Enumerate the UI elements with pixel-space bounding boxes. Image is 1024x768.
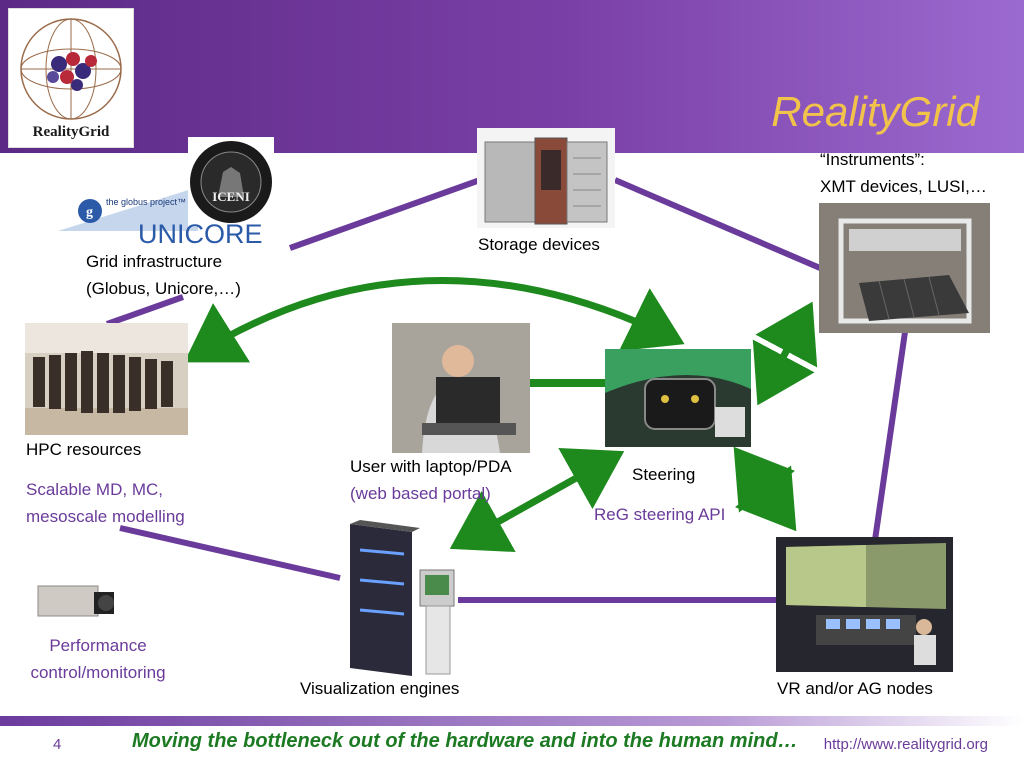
user-laptop-image — [392, 323, 530, 453]
svg-text:g: g — [86, 205, 93, 220]
storage-devices-label: Storage devices — [478, 235, 600, 254]
link-instruments-vr — [872, 331, 908, 541]
storage-device-image — [477, 128, 615, 228]
unicore-text: UNICORE — [138, 219, 263, 249]
user-label-line1: User with laptop/PDA — [350, 457, 512, 476]
instruments-label: “Instruments”: XMT devices, LUSI,… — [820, 146, 987, 200]
hpc-resources-image — [25, 323, 188, 435]
globe-icon — [20, 18, 122, 120]
arrow-steering-instruments — [752, 301, 818, 406]
link-grid-hpc — [105, 294, 185, 327]
unicore-logo: UNICORE — [136, 215, 276, 249]
hpc-description-line2: mesoscale modelling — [26, 507, 185, 526]
steering-api-label: ReG steering API — [594, 505, 726, 524]
arrow-steering-vr — [733, 446, 797, 532]
header-band — [0, 0, 1024, 153]
link-hpc-viz — [119, 525, 341, 581]
iceni-logo: ICENI — [188, 137, 274, 227]
grid-infrastructure-label: Grid infrastructure (Globus, Unicore,…) — [86, 248, 241, 302]
footer-url[interactable]: http://www.realitygrid.org — [823, 736, 988, 753]
user-label-line2: (web based portal) — [350, 484, 491, 503]
page-title: RealityGrid — [771, 88, 979, 135]
realitygrid-logo: RealityGrid — [8, 8, 134, 148]
visualization-engines-label: Visualization engines — [300, 679, 460, 698]
performance-label: Performance control/monitoring — [18, 632, 178, 686]
performance-label-line2: control/monitoring — [30, 663, 166, 682]
globus-logo: g the globus project™ — [58, 187, 198, 231]
camera-icon — [36, 578, 118, 624]
instruments-label-line1: “Instruments”: — [820, 150, 925, 169]
hpc-resources-label: HPC resources — [26, 440, 142, 459]
tagline: Moving the bottleneck out of the hardwar… — [132, 730, 798, 752]
instruments-image — [819, 203, 990, 333]
link-storage-instruments — [613, 177, 822, 271]
hpc-description-line1: Scalable MD, MC, — [26, 480, 163, 499]
vr-ag-nodes-label: VR and/or AG nodes — [777, 679, 933, 698]
footer-bar — [0, 716, 1024, 726]
globus-text: the globus project™ — [106, 197, 186, 207]
logo-text: RealityGrid — [32, 124, 110, 140]
performance-label-line1: Performance — [49, 636, 147, 655]
grid-label-line1: Grid infrastructure — [86, 252, 223, 271]
user-label: User with laptop/PDA (web based portal) — [350, 453, 512, 507]
arrow-steering-viz — [449, 447, 625, 553]
visualization-engine-image — [346, 520, 458, 678]
link-grid-storage — [288, 177, 482, 251]
hpc-description: Scalable MD, MC, mesoscale modelling — [26, 476, 185, 530]
iceni-text: ICENI — [212, 189, 250, 204]
instruments-label-line2: XMT devices, LUSI,… — [820, 177, 987, 196]
steering-label: Steering — [632, 465, 696, 484]
slide-number: 4 — [53, 736, 62, 753]
vr-ag-nodes-image — [776, 537, 953, 672]
steering-image — [605, 349, 751, 447]
grid-label-line2: (Globus, Unicore,…) — [86, 279, 241, 298]
arrow-hpc-steering — [184, 277, 685, 363]
